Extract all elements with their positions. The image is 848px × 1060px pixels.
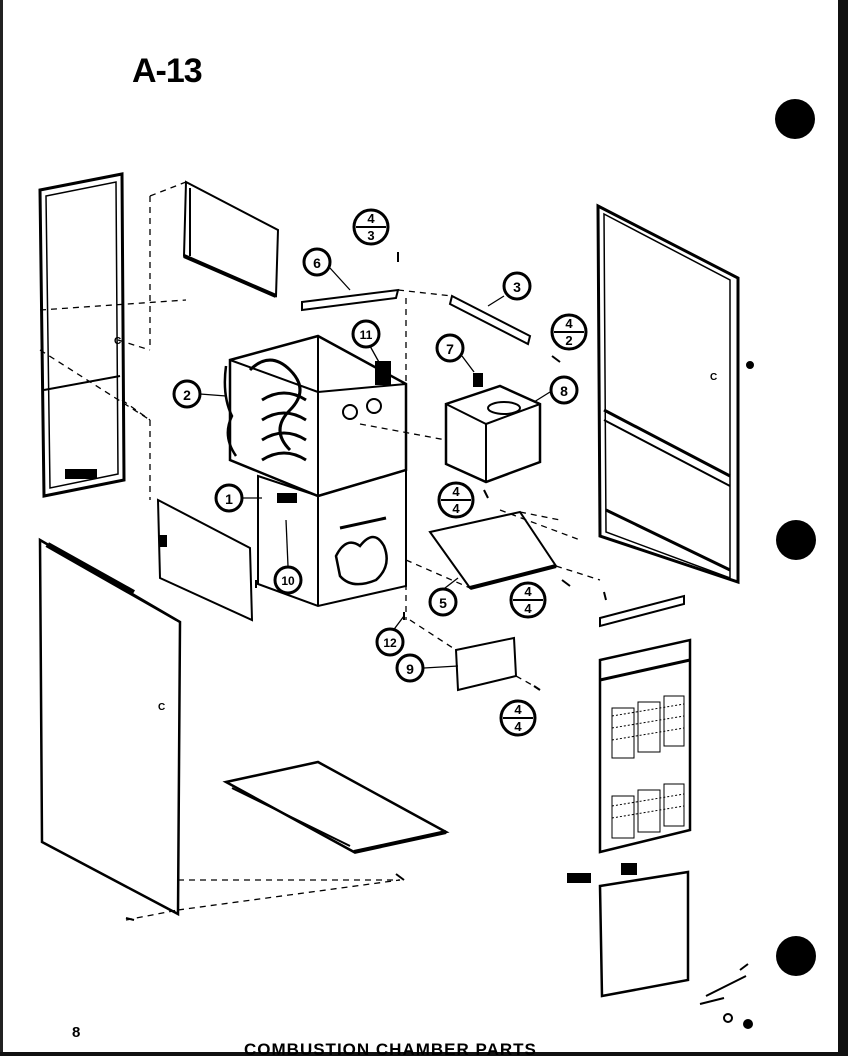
callout-8-label: 8 (560, 383, 568, 399)
callout-1-label: 1 (225, 491, 233, 507)
leader-lines (199, 267, 551, 669)
top-bracket-3 (448, 294, 532, 346)
shelf-panel-5 (428, 510, 558, 590)
explode-lines-upper-left (39, 181, 187, 500)
scan-edge-left (0, 0, 3, 1056)
marker-c-upper-door: C (114, 336, 121, 347)
callout-1: 1 (214, 483, 244, 513)
burner-access-cover (156, 498, 254, 622)
callout-5: 5 (428, 587, 458, 617)
screws (125, 252, 607, 921)
binder-hole-middle (776, 520, 816, 560)
side-panel-2 (223, 365, 238, 457)
ref-bubble-lower: 4 4 (509, 581, 547, 619)
panel-markers: C C C (114, 336, 717, 713)
callout-12-label: 12 (383, 636, 397, 650)
marker-c-right-door: C (710, 372, 717, 383)
callout-11-label: 11 (360, 328, 373, 342)
callout-7: 7 (435, 333, 465, 363)
callout-11: 11 (351, 319, 381, 349)
right-front-door (596, 203, 754, 585)
upper-door-panel (38, 172, 126, 498)
callout-2-label: 2 (183, 387, 191, 403)
scan-edge-right (838, 0, 848, 1056)
callout-9-label: 9 (406, 661, 414, 677)
ref-right-num: 4 (565, 316, 573, 331)
scan-edge-bottom (0, 1052, 848, 1056)
ref-top-num: 4 (367, 211, 375, 226)
diagram-caption: COMBUSTION CHAMBER PARTS (244, 1040, 537, 1059)
callout-6-label: 6 (313, 255, 321, 271)
top-bracket-6 (301, 288, 400, 312)
lower-left-side-panel (38, 537, 182, 917)
callout-10: 10 (273, 565, 303, 595)
ref-bottom-num: 4 (514, 702, 522, 717)
callout-8: 8 (549, 375, 579, 405)
bottom-access-door (567, 863, 753, 1029)
ref-center-num: 4 (452, 484, 460, 499)
ref-bubble-center: 4 4 (437, 481, 475, 519)
blower-box-8 (444, 373, 542, 484)
callout-3-label: 3 (513, 279, 521, 295)
marker-c-lower-panel: C (158, 702, 165, 713)
callout-12: 12 (375, 627, 405, 657)
heat-exchanger-assembly (228, 334, 408, 608)
reference-bubbles: 4 3 4 2 4 4 4 4 (352, 208, 588, 737)
callout-3: 3 (502, 271, 532, 301)
ref-lower-den: 4 (524, 601, 532, 616)
diagram-title: A-13 (132, 52, 203, 90)
callout-6: 6 (302, 247, 332, 277)
binder-hole-top (775, 99, 815, 139)
binder-hole-bottom (776, 936, 816, 976)
page-number: 8 (72, 1024, 81, 1041)
ref-right-den: 2 (565, 333, 572, 348)
ref-center-den: 4 (452, 501, 460, 516)
callout-9: 9 (395, 653, 425, 683)
callout-10-label: 10 (281, 574, 295, 588)
top-back-panel (182, 180, 280, 298)
ref-bubble-top: 4 3 (352, 208, 390, 246)
louvered-lower-panel (598, 638, 692, 854)
front-trim-strip (599, 594, 685, 628)
callout-5-label: 5 (439, 595, 447, 611)
callout-2: 2 (172, 379, 202, 409)
ref-lower-num: 4 (524, 584, 532, 599)
explode-lines-center (125, 289, 601, 921)
ref-bottom-den: 4 (514, 719, 522, 734)
callout-bubbles: 1 2 3 5 6 7 8 (172, 247, 579, 683)
ref-bubble-bottom: 4 4 (499, 699, 537, 737)
ref-bubble-right: 4 2 (550, 313, 588, 351)
ref-top-den: 3 (367, 228, 374, 243)
callout-7-label: 7 (446, 341, 454, 357)
bottom-base-pan (222, 760, 450, 854)
bracket-9 (454, 636, 518, 692)
